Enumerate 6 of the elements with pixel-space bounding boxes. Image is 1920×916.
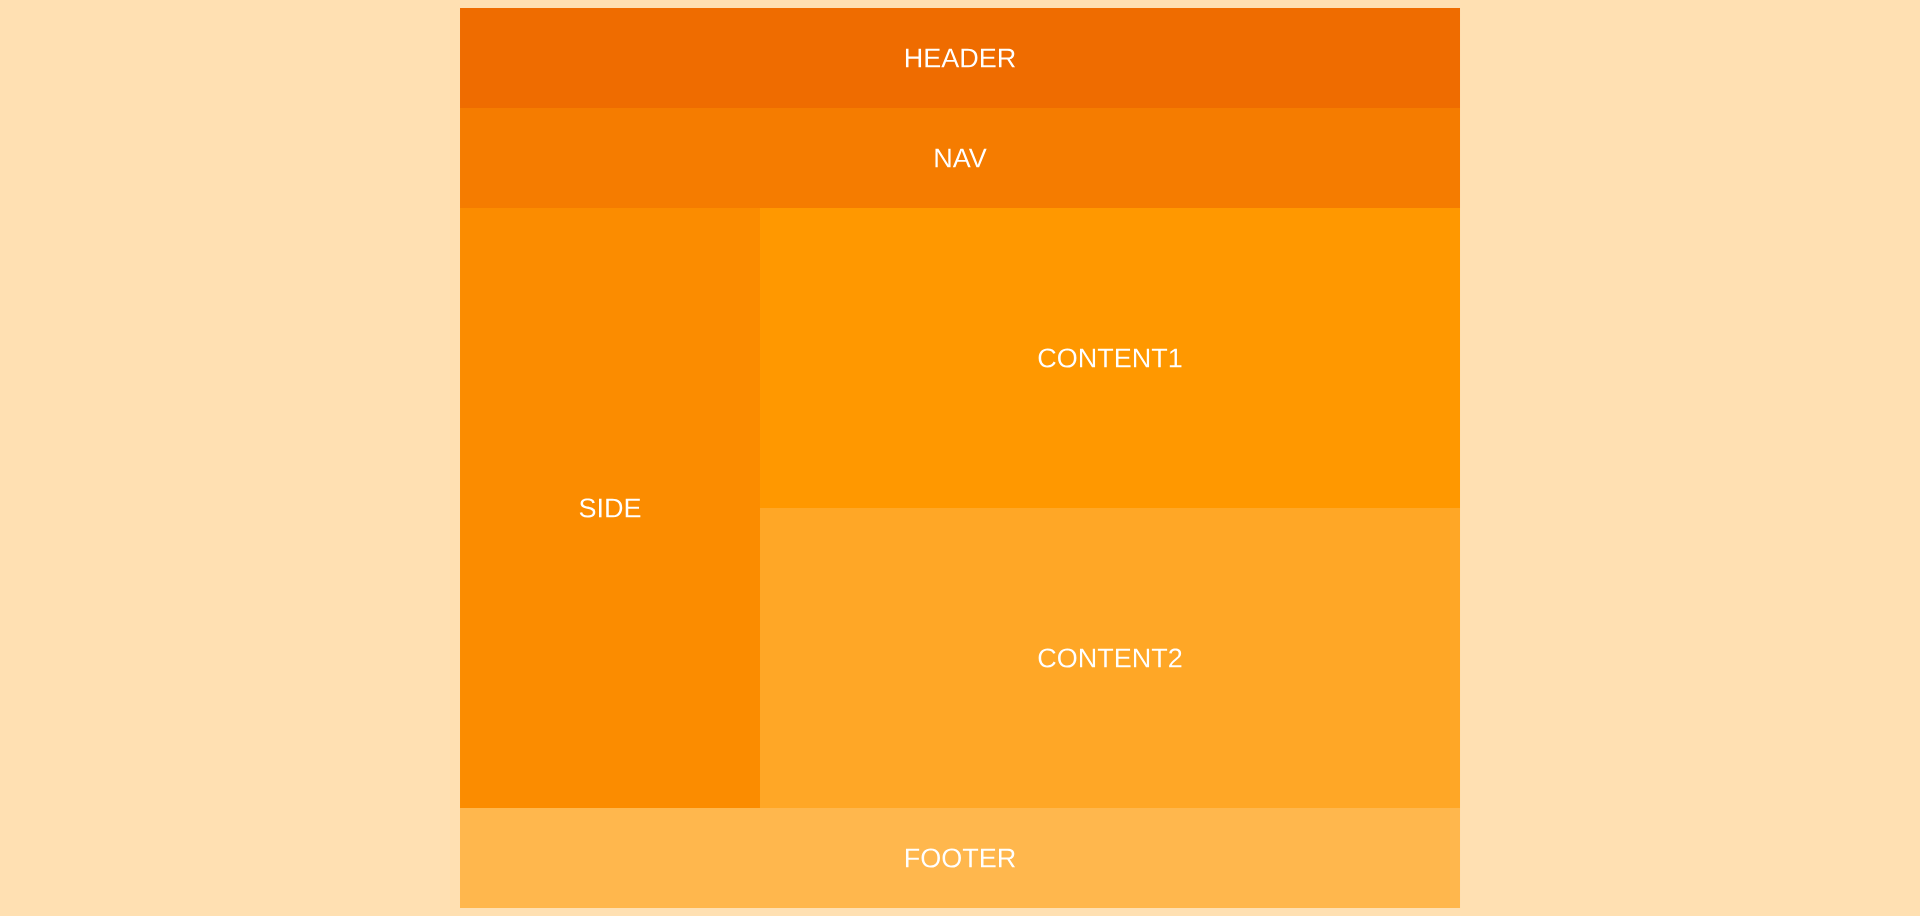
content-panel: CONTENT1 — [760, 208, 1460, 508]
footer-bar: FOOTER — [460, 808, 1460, 908]
content-panel: CONTENT2 — [760, 508, 1460, 808]
sidebar: SIDE — [460, 208, 760, 808]
header-bar: HEADER — [460, 8, 1460, 108]
nav-bar: NAV — [460, 108, 1460, 208]
